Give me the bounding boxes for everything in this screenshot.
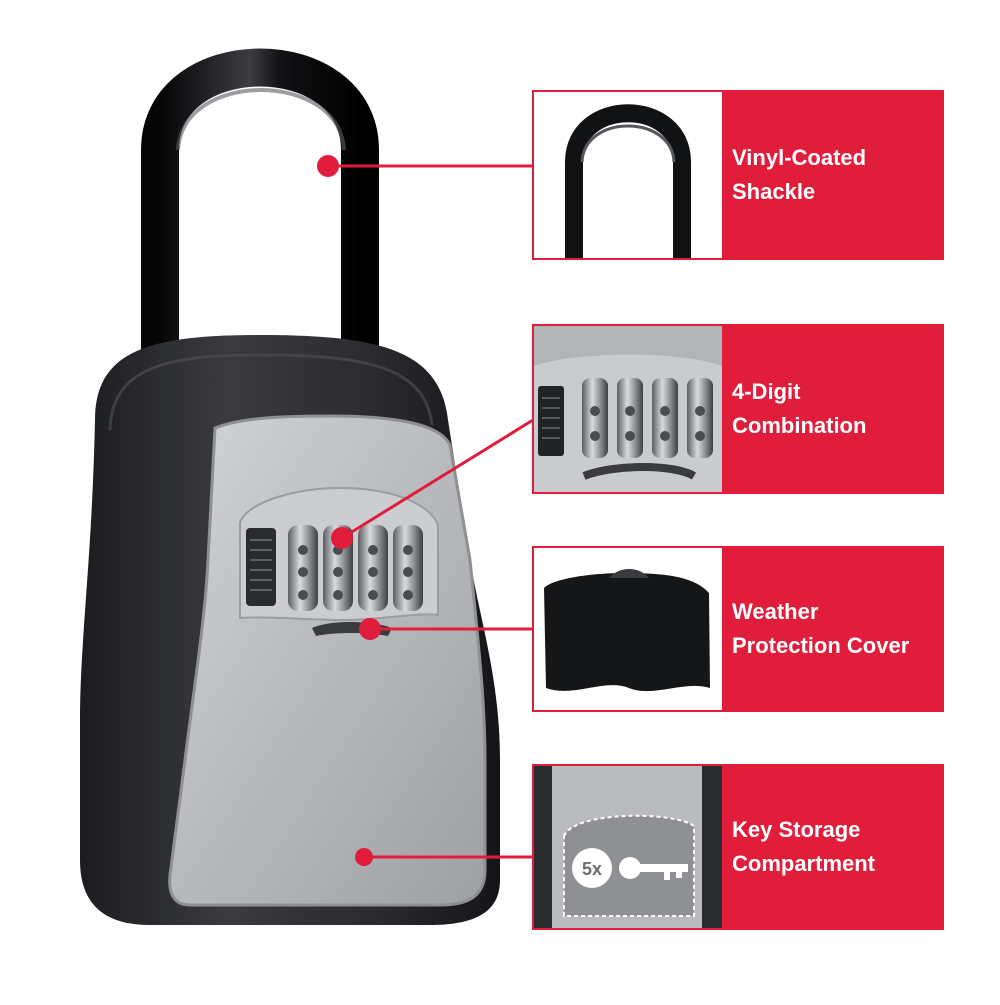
cover-thumbnail (534, 548, 722, 710)
callout-storage: 5x Key Storage Compartment (532, 764, 944, 930)
callout-label-cover: Weather Protection Cover (732, 599, 910, 658)
key-count: 5x (582, 859, 602, 879)
callout-label-shackle: Vinyl-Coated Shackle (732, 145, 867, 204)
cover-marker (359, 618, 381, 640)
callout-label-dials: 4-Digit Combination (732, 379, 867, 438)
dials-marker (331, 527, 353, 549)
storage-marker (355, 848, 373, 866)
callout-cover: Weather Protection Cover (532, 546, 944, 712)
shackle-thumbnail (534, 92, 722, 258)
count-badge (572, 848, 612, 888)
release-slider (246, 528, 276, 606)
callout-dials: 4-Digit Combination (532, 324, 944, 494)
storage-thumbnail: 5x (534, 766, 722, 928)
callout-label-storage: Key Storage Compartment (732, 817, 876, 876)
shackle-marker (317, 155, 339, 177)
dials-thumbnail (534, 326, 722, 492)
key-icon (619, 857, 688, 880)
shackle (141, 48, 379, 360)
callout-leaders (328, 164, 534, 859)
callout-shackle: Vinyl-Coated Shackle (532, 90, 944, 260)
